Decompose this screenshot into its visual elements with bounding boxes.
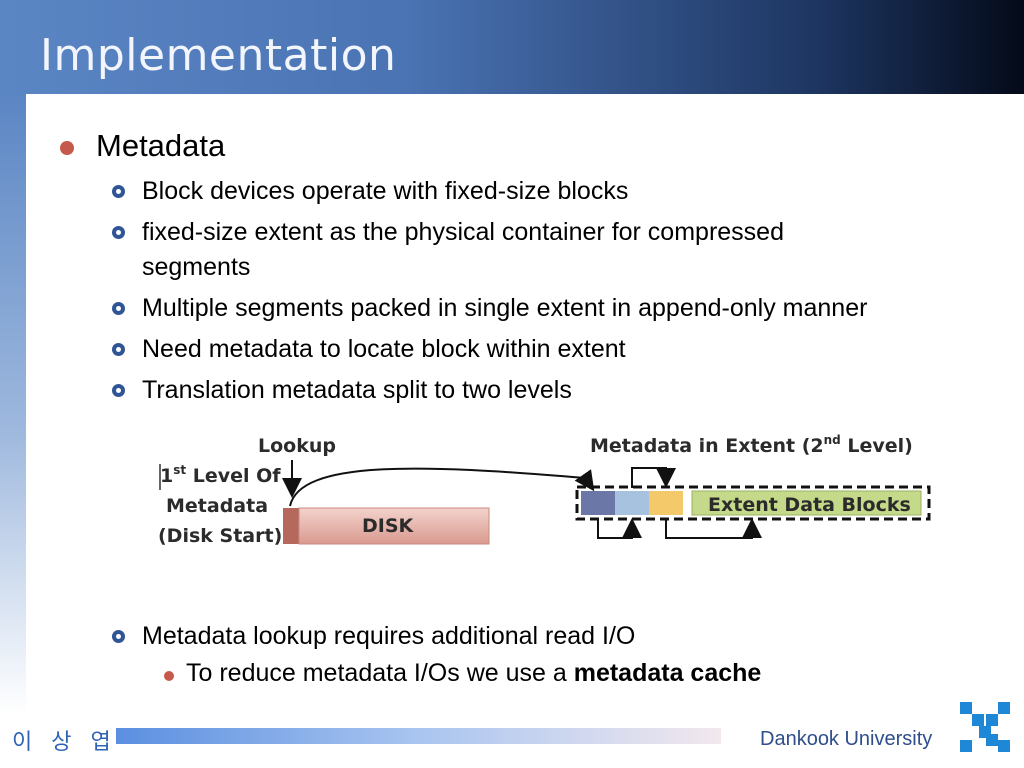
bullet-icon (112, 630, 125, 643)
bullet-item: Block devices operate with fixed-size bl… (142, 177, 629, 205)
metadata-diagram: Lookup Metadata in Extent (2nd Level) 1s… (158, 433, 931, 547)
university-name: Dankook University (760, 728, 933, 750)
sub-bullet: To reduce metadata I/Os we use a metadat… (186, 659, 761, 688)
extent-data-label: Extent Data Blocks (708, 494, 911, 516)
left-gradient-strip (0, 94, 26, 714)
level1-label-line2: Metadata (166, 495, 268, 517)
bullet-icon (112, 302, 125, 315)
bullet-icon (112, 384, 125, 397)
metadata-block-1 (581, 491, 615, 515)
bullet-icon (112, 185, 125, 198)
metadata-block-2 (615, 491, 649, 515)
footer-gradient-bar (116, 728, 721, 744)
disk-bar (298, 507, 490, 545)
bottom-link-arrow-2 (665, 518, 762, 539)
bullet-metadata: Metadata (96, 128, 226, 163)
sub-bullet-text: To reduce metadata I/Os we use a (186, 659, 574, 687)
slide-title: Implementation (40, 30, 397, 81)
top-link-arrow (631, 467, 676, 488)
bullet-item: Multiple segments packed in single exten… (142, 294, 868, 322)
bullet-item: Translation metadata split to two levels (142, 376, 572, 404)
dankook-logo-icon (960, 702, 1010, 752)
bullet-item: Need metadata to locate block within ext… (142, 335, 626, 363)
title-bar (0, 0, 1024, 94)
author-name: 이 상 엽 (12, 730, 117, 755)
lookup-curve-arrow (289, 467, 595, 507)
level3-bullet-icon (164, 671, 174, 681)
bullet-item: fixed-size extent as the physical contai… (142, 218, 784, 246)
disk-label: DISK (362, 515, 415, 537)
level1-label-line1: 1st Level Of (160, 463, 281, 487)
bullet-icon (112, 343, 125, 356)
disk-start-block (283, 508, 299, 544)
level1-bullet-icon (60, 141, 74, 155)
metadata-block-3 (649, 491, 683, 515)
sub-bullet-bold: metadata cache (573, 659, 762, 687)
level1-label-line3: (Disk Start) (158, 525, 282, 547)
bullet-item: Metadata lookup requires additional read… (142, 622, 636, 650)
extent-data-blocks (691, 490, 922, 516)
lookup-label: Lookup (258, 435, 336, 457)
bullet-icon (112, 226, 125, 239)
bottom-link-arrow-1 (597, 518, 642, 539)
bullet-item-continuation: segments (142, 253, 251, 281)
extent-title: Metadata in Extent (2nd Level) (590, 433, 913, 457)
